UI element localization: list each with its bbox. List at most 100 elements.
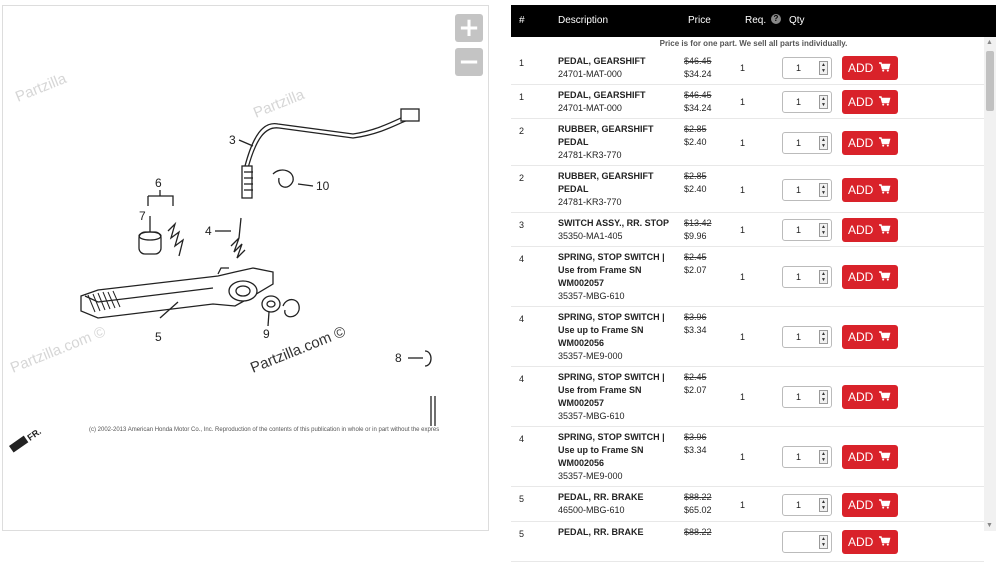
add-to-cart-button[interactable]: ADD: [842, 493, 898, 517]
zoom-in-button[interactable]: +: [455, 14, 483, 42]
part-number: 35357-ME9-000: [558, 471, 623, 481]
add-to-cart-button[interactable]: ADD: [842, 530, 898, 554]
add-button-label: ADD: [848, 136, 874, 150]
quantity-stepper[interactable]: 1 ▲▼: [782, 179, 832, 201]
item-number: 1: [519, 58, 525, 68]
copyright-text: (c) 2002-2013 American Honda Motor Co., …: [89, 427, 440, 433]
part-name[interactable]: SPRING, STOP SWITCH | Use from Frame SN …: [558, 372, 665, 408]
add-to-cart-button[interactable]: ADD: [842, 56, 898, 80]
item-price: $13.42$9.96: [684, 217, 712, 243]
part-name[interactable]: PEDAL, RR. BRAKE: [558, 492, 644, 502]
sale-price: $2.07: [684, 385, 707, 395]
spinner-arrows-icon[interactable]: ▲▼: [819, 183, 828, 197]
add-to-cart-button[interactable]: ADD: [842, 178, 898, 202]
part-name[interactable]: SPRING, STOP SWITCH | Use up to Frame SN…: [558, 432, 665, 468]
callout-3: 3: [229, 133, 236, 147]
spinner-arrows-icon[interactable]: ▲▼: [819, 270, 828, 284]
add-to-cart-button[interactable]: ADD: [842, 218, 898, 242]
item-description: SPRING, STOP SWITCH | Use from Frame SN …: [558, 251, 673, 303]
spinner-arrows-icon[interactable]: ▲▼: [819, 390, 828, 404]
part-name[interactable]: PEDAL, GEARSHIFT: [558, 56, 646, 66]
part-name[interactable]: RUBBER, GEARSHIFT PEDAL: [558, 171, 654, 194]
cart-icon: [879, 271, 891, 281]
quantity-stepper[interactable]: 1 ▲▼: [782, 91, 832, 113]
part-name[interactable]: PEDAL, RR. BRAKE: [558, 527, 644, 537]
parts-diagram[interactable]: 3 10 6 7 4 5 9 8 FR. Partzilla Partzilla…: [2, 5, 489, 531]
add-button-label: ADD: [848, 61, 874, 75]
spinner-arrows-icon[interactable]: ▲▼: [819, 535, 828, 549]
cart-icon: [879, 184, 891, 194]
required-qty: 1: [740, 63, 746, 73]
col-num: #: [519, 15, 525, 26]
zoom-out-button[interactable]: −: [455, 48, 483, 76]
quantity-value[interactable]: 1: [796, 392, 802, 402]
help-icon[interactable]: ?: [770, 14, 781, 25]
part-number: 46500-MBG-610: [558, 505, 625, 515]
spinner-arrows-icon[interactable]: ▲▼: [819, 95, 828, 109]
add-to-cart-button[interactable]: ADD: [842, 385, 898, 409]
add-to-cart-button[interactable]: ADD: [842, 265, 898, 289]
quantity-stepper[interactable]: ▲▼: [782, 531, 832, 553]
quantity-stepper[interactable]: 1 ▲▼: [782, 219, 832, 241]
quantity-stepper[interactable]: 1 ▲▼: [782, 494, 832, 516]
add-to-cart-button[interactable]: ADD: [842, 90, 898, 114]
add-to-cart-button[interactable]: ADD: [842, 445, 898, 469]
quantity-stepper[interactable]: 1 ▲▼: [782, 446, 832, 468]
part-name[interactable]: SPRING, STOP SWITCH | Use from Frame SN …: [558, 252, 665, 288]
sale-price: $34.24: [684, 103, 712, 113]
parts-table: # Description Price Req. ? Qty Price is …: [511, 5, 996, 562]
required-qty: 1: [740, 332, 746, 342]
quantity-value[interactable]: 1: [796, 185, 802, 195]
item-number: 1: [519, 92, 525, 102]
quantity-stepper[interactable]: 1 ▲▼: [782, 57, 832, 79]
add-to-cart-button[interactable]: ADD: [842, 131, 898, 155]
sale-price: $65.02: [684, 505, 712, 515]
sale-price: $2.40: [684, 184, 707, 194]
quantity-value[interactable]: 1: [796, 500, 802, 510]
part-name[interactable]: SWITCH ASSY., RR. STOP: [558, 218, 670, 228]
part-name[interactable]: PEDAL, GEARSHIFT: [558, 90, 646, 100]
scrollbar-thumb[interactable]: [986, 51, 994, 111]
spinner-arrows-icon[interactable]: ▲▼: [819, 450, 828, 464]
fr-label: FR.: [25, 426, 43, 443]
item-number: 3: [519, 220, 525, 230]
quantity-stepper[interactable]: 1 ▲▼: [782, 386, 832, 408]
spinner-arrows-icon[interactable]: ▲▼: [819, 136, 828, 150]
quantity-value[interactable]: 1: [796, 225, 802, 235]
item-price: $46.45$34.24: [684, 89, 712, 115]
scroll-down-arrow-icon[interactable]: ▼: [986, 522, 993, 529]
add-button-label: ADD: [848, 183, 874, 197]
quantity-stepper[interactable]: 1 ▲▼: [782, 326, 832, 348]
quantity-stepper[interactable]: 1 ▲▼: [782, 266, 832, 288]
item-price: $2.85$2.40: [684, 123, 707, 149]
scrollbar[interactable]: ▲ ▼: [984, 37, 996, 531]
part-number: 35350-MA1-405: [558, 231, 623, 241]
spinner-arrows-icon[interactable]: ▲▼: [819, 223, 828, 237]
quantity-value[interactable]: 1: [796, 452, 802, 462]
part-name[interactable]: SPRING, STOP SWITCH | Use up to Frame SN…: [558, 312, 665, 348]
part-name[interactable]: RUBBER, GEARSHIFT PEDAL: [558, 124, 654, 147]
quantity-value[interactable]: 1: [796, 138, 802, 148]
quantity-stepper[interactable]: 1 ▲▼: [782, 132, 832, 154]
callout-7: 7: [139, 209, 146, 223]
add-to-cart-button[interactable]: ADD: [842, 325, 898, 349]
add-button-label: ADD: [848, 535, 874, 549]
item-number: 4: [519, 314, 525, 324]
quantity-value[interactable]: 1: [796, 272, 802, 282]
spinner-arrows-icon[interactable]: ▲▼: [819, 498, 828, 512]
item-price: $2.85$2.40: [684, 170, 707, 196]
quantity-value[interactable]: 1: [796, 63, 802, 73]
table-row: 3 SWITCH ASSY., RR. STOP 35350-MA1-405 $13.…: [511, 213, 984, 247]
col-req: Req. ?: [745, 14, 781, 26]
required-qty: 1: [740, 225, 746, 235]
scroll-up-arrow-icon[interactable]: ▲: [986, 39, 993, 46]
quantity-value[interactable]: 1: [796, 97, 802, 107]
spinner-arrows-icon[interactable]: ▲▼: [819, 61, 828, 75]
quantity-value[interactable]: 1: [796, 332, 802, 342]
callout-8: 8: [395, 351, 402, 365]
item-number: 2: [519, 126, 525, 136]
spinner-arrows-icon[interactable]: ▲▼: [819, 330, 828, 344]
